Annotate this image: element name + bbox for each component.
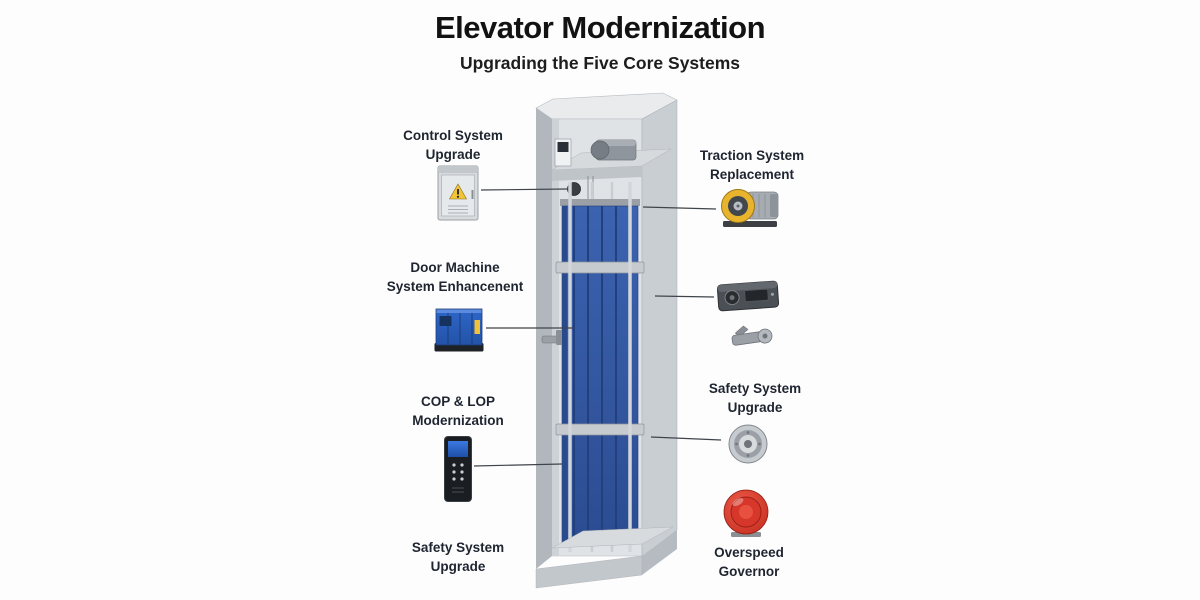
shaft-left-wall xyxy=(536,108,552,569)
crossbeam-upper xyxy=(555,261,645,274)
shaft-back-wall xyxy=(551,118,643,557)
machine-room-controller xyxy=(554,138,572,167)
control-cabinet-icon xyxy=(437,164,479,227)
label-traction-system: Traction System Replacement xyxy=(699,148,805,182)
label-safety-system-right: Safety System Upgrade xyxy=(708,381,802,415)
leader-traction-system xyxy=(642,206,717,210)
rope-clamp-icon xyxy=(728,322,774,357)
leader-control-system xyxy=(480,188,568,191)
machine-room-platform xyxy=(551,138,672,204)
traction-machine-icon xyxy=(720,183,780,234)
hoist-motor xyxy=(595,139,637,161)
elevator-shaft-illustration xyxy=(535,92,678,589)
governor-wheel-icon xyxy=(727,423,769,470)
shaft-right-wall xyxy=(641,99,678,558)
label-safety-system-left: Safety System Upgrade xyxy=(411,540,505,574)
wall-bracket xyxy=(541,330,562,345)
leader-cop-lop xyxy=(473,463,563,467)
label-control-system: Control System Upgrade xyxy=(403,128,503,162)
label-cop-lop: COP & LOP Modernization xyxy=(412,394,504,428)
overspeed-governor-icon xyxy=(721,487,771,544)
crossbeam-lower xyxy=(555,423,645,436)
label-overspeed-governor: Overspeed Governor xyxy=(714,545,784,579)
cop-panel-icon xyxy=(444,436,472,507)
elevator-car-doors xyxy=(560,199,640,545)
leader-safety-system xyxy=(650,436,722,441)
page-subtitle: Upgrading the Five Core Systems xyxy=(459,53,741,73)
door-controller-panel-icon xyxy=(716,277,780,320)
guide-rails xyxy=(590,182,614,552)
header: Elevator Modernization Upgrading the Fiv… xyxy=(0,10,1200,74)
page-title: Elevator Modernization xyxy=(434,10,766,45)
pit-floor xyxy=(535,526,677,589)
front-guide-rails xyxy=(568,182,632,552)
door-machine-icon xyxy=(434,305,484,357)
label-door-machine: Door Machine System Enhancenent xyxy=(386,260,524,294)
deflector-sheave xyxy=(567,182,581,196)
leader-door-controller xyxy=(654,295,715,298)
